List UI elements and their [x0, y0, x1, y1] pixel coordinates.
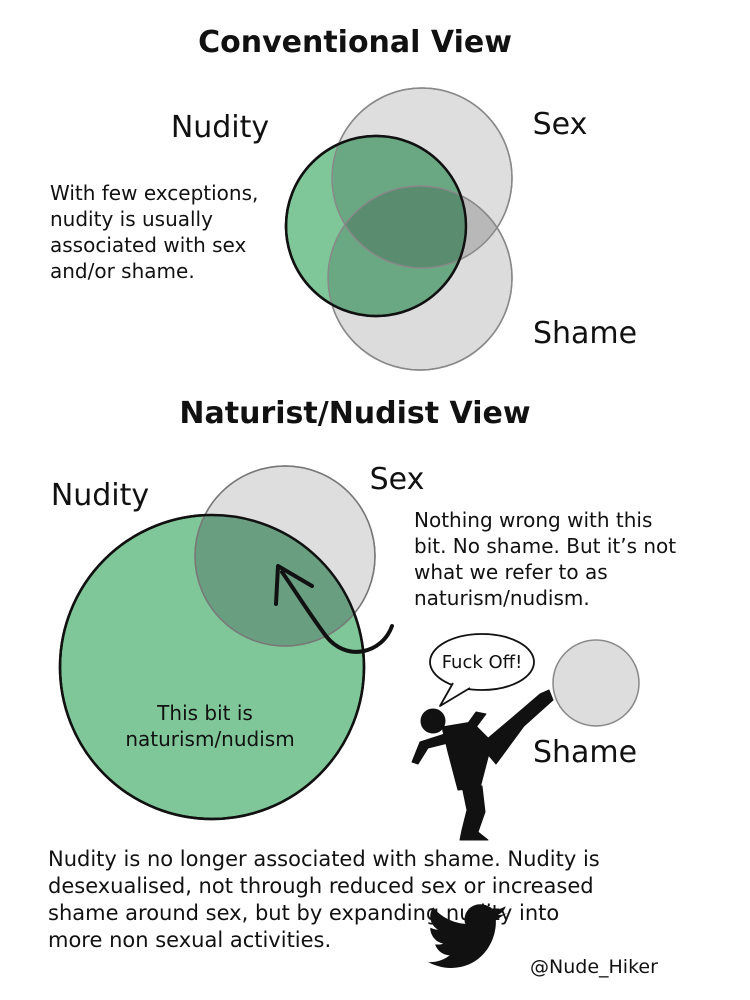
naturist-view: Naturist/Nudist View Nudity Sex Shame No… — [51, 396, 676, 841]
conventional-nudity-label: Nudity — [171, 110, 269, 145]
kicking-person-icon — [411, 689, 554, 841]
conventional-sex-label: Sex — [533, 107, 588, 142]
naturist-callout-line-1: Nothing wrong with this — [414, 508, 652, 532]
naturist-callout-line-3: what we refer to as — [414, 560, 608, 584]
naturist-nudity-label: Nudity — [51, 478, 149, 513]
naturist-center-line-1: This bit is — [156, 701, 253, 725]
footer-line-4: more non sexual activities. — [48, 928, 331, 952]
naturist-sex-label: Sex — [370, 462, 425, 497]
speech-bubble-text: Fuck Off! — [442, 652, 523, 673]
naturist-shame-label: Shame — [533, 735, 637, 770]
naturist-shame-circle — [552, 639, 640, 727]
naturist-callout-line-2: bit. No shame. But it’s not — [414, 534, 676, 558]
conventional-note: With few exceptions, nudity is usually a… — [50, 181, 258, 283]
naturist-callout: Nothing wrong with this bit. No shame. B… — [414, 508, 676, 610]
naturist-callout-line-4: naturism/nudism. — [414, 586, 590, 610]
footer-text: Nudity is no longer associated with sham… — [48, 847, 600, 952]
conventional-view: Conventional View Nudity Sex Shame With — [50, 25, 637, 371]
conventional-shame-label: Shame — [533, 316, 637, 351]
conventional-note-line-2: nudity is usually — [50, 207, 213, 231]
twitter-handle: @Nude_Hiker — [530, 956, 658, 978]
naturist-title: Naturist/Nudist View — [179, 396, 530, 431]
twitter-bird-icon — [426, 904, 510, 968]
footer-line-2: desexualised, not through reduced sex or… — [48, 874, 594, 898]
conventional-note-line-1: With few exceptions, — [50, 181, 258, 205]
speech-bubble: Fuck Off! — [429, 633, 535, 707]
conventional-note-line-3: associated with sex — [50, 233, 247, 257]
conventional-note-line-4: and/or shame. — [50, 259, 195, 283]
conventional-triple-overlap — [332, 186, 466, 268]
naturist-nudity-sex-overlap — [195, 515, 364, 646]
naturist-center-line-2: naturism/nudism — [125, 727, 294, 751]
conventional-title: Conventional View — [198, 25, 512, 60]
curved-arrow-icon — [274, 564, 394, 654]
footer-line-1: Nudity is no longer associated with sham… — [48, 847, 600, 871]
